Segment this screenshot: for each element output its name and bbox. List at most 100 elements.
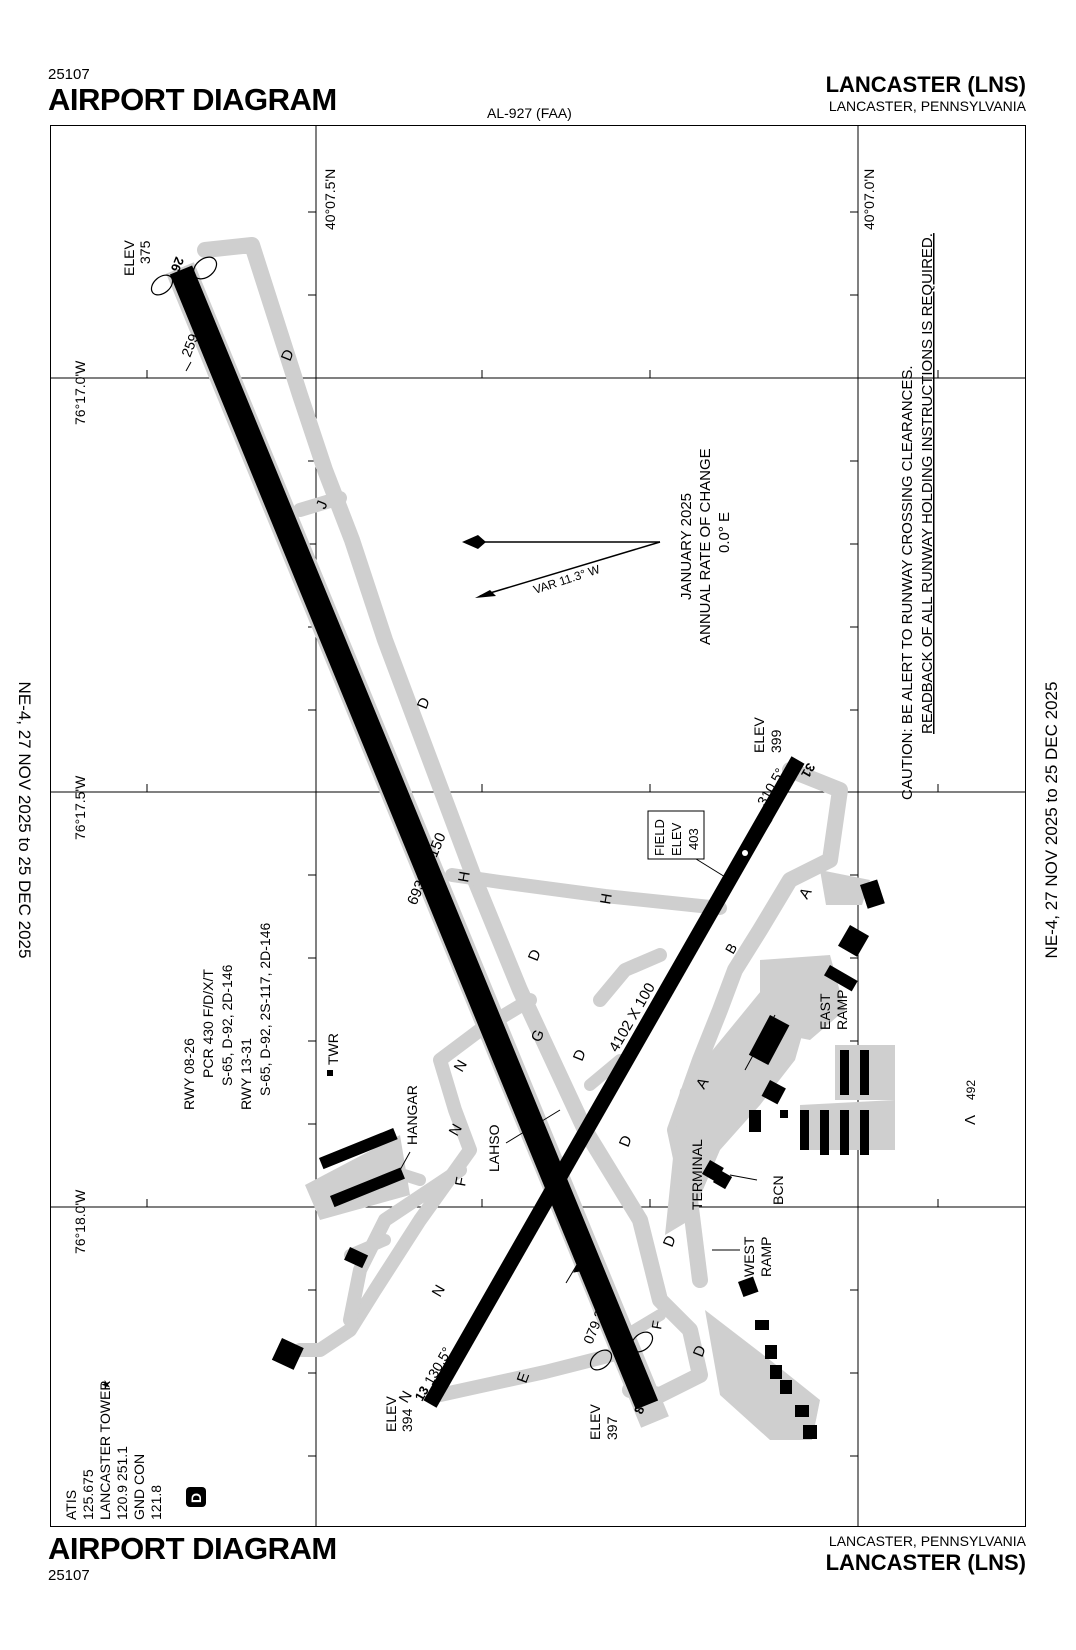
tiedown-6 — [800, 1110, 809, 1150]
taxiway-f-east — [629, 1309, 666, 1336]
east-ramp-building — [748, 1015, 790, 1066]
taxiway-h-label-2: H — [597, 892, 616, 906]
elev-26-value: 375 — [137, 240, 153, 264]
elev-31-value: 399 — [768, 729, 784, 753]
west-ramp-building-2 — [755, 1320, 769, 1330]
diagram-frame — [50, 125, 1026, 1527]
runways — [166, 262, 805, 1428]
building-east-3 — [749, 1110, 761, 1132]
variation-rate: 0.0° E — [716, 512, 733, 553]
elev-13-value: 394 — [399, 1408, 415, 1432]
rwy-08-26-pcr: PCR 430 F/D/X/T — [200, 969, 216, 1078]
taxiway-g — [584, 1054, 626, 1091]
rwy-13-number: 13 — [412, 1383, 432, 1403]
magnetic-variation-symbol — [462, 535, 661, 598]
elev-31-label: ELEV — [751, 717, 767, 753]
atis-label: ATIS — [63, 1490, 79, 1520]
bcn-box — [780, 1110, 788, 1118]
taxiway-d-label-5: D — [616, 1133, 636, 1150]
taxiway-f-label-1: F — [452, 1176, 470, 1188]
building-east-5 — [838, 925, 870, 957]
taxiway-a-label-1: A — [796, 885, 816, 902]
elev-08-value: 397 — [604, 1416, 620, 1440]
buildings — [271, 879, 885, 1439]
tower-symbol — [327, 1070, 333, 1076]
taxiway-d-label-4: D — [570, 1047, 590, 1064]
field-elev-box — [647, 810, 705, 860]
lon-2-label: 76°17.5'W — [72, 775, 88, 840]
taxiway-n-label-1: N — [451, 1057, 471, 1075]
tiedown-1 — [860, 1050, 869, 1095]
west-ramp-building-1 — [737, 1276, 759, 1298]
runway-08-26 — [169, 265, 659, 1410]
taxiway-d-label-3: D — [525, 947, 545, 964]
class-d-label: D — [188, 1493, 204, 1503]
building-west-1 — [344, 1246, 369, 1269]
tower-label: TWR — [325, 1033, 341, 1065]
taxiway-h-label-1: H — [455, 870, 474, 884]
field-elev-value: 403 — [686, 828, 701, 850]
terminal-building-2 — [713, 1170, 733, 1190]
page-title-bottom: AIRPORT DIAGRAM — [48, 1531, 337, 1566]
hangar-label: HANGAR — [404, 1085, 420, 1145]
lahso-label: LAHSO — [486, 1124, 502, 1172]
taxiway-h — [445, 868, 727, 915]
east-hangars-apron — [820, 870, 870, 905]
hangar-building-2 — [329, 1167, 405, 1208]
terminal-label: TERMINAL — [689, 1139, 705, 1210]
field-elev-line2: ELEV — [669, 822, 684, 856]
variation-date: JANUARY 2025 — [678, 493, 695, 600]
airport-name-top: LANCASTER (LNS) — [825, 72, 1026, 97]
lon-3-label: 76°18.0'W — [72, 1189, 88, 1254]
rwy-13-31-label: RWY 13-31 — [238, 1038, 254, 1110]
west-ramp-apron — [705, 1310, 820, 1440]
gnd-con-frequency: 121.8 — [148, 1485, 164, 1520]
rwy-08-26-label: RWY 08-26 — [181, 1038, 197, 1110]
lon-1-label: 76°17.0'W — [72, 360, 88, 425]
west-ramp-building-4 — [770, 1365, 782, 1379]
west-ramp-label-2: RAMP — [758, 1237, 774, 1277]
tiedown-4 — [840, 1110, 849, 1155]
building-east-6 — [823, 964, 858, 992]
runway-13-31 — [423, 756, 805, 1408]
beacon-label: BCN — [770, 1175, 786, 1205]
taxiway-d-label-6: D — [660, 1233, 680, 1250]
taxiway-d — [197, 237, 708, 1403]
hangar-building-1 — [318, 1128, 398, 1170]
elev-26-label: ELEV — [121, 240, 137, 276]
procedure-id: AL-927 (FAA) — [487, 105, 572, 121]
field-elev-line1: FIELD — [652, 819, 667, 856]
building-west-2 — [271, 1338, 304, 1370]
rwy-31-number: 31 — [798, 761, 818, 781]
caution-line-2: READBACK OF ALL RUNWAY HOLDING INSTRUCTI… — [919, 233, 936, 734]
taxiway-f-label-2: F — [648, 1319, 665, 1330]
building-east-4 — [860, 879, 885, 909]
obstacle-symbol: Λ — [962, 1115, 979, 1125]
field-elevation-point — [742, 850, 748, 856]
airport-name-bottom: LANCASTER (LNS) — [825, 1550, 1026, 1575]
chart-code-bottom: 25107 — [48, 1567, 90, 1584]
class-d-box — [186, 1487, 206, 1507]
city-state-top: LANCASTER, PENNSYLVANIA — [828, 98, 1026, 114]
rwy-08-26-weights: S-65, D-92, 2D-146 — [219, 964, 235, 1086]
west-ramp-building-5 — [780, 1380, 792, 1394]
building-east-2 — [761, 1080, 786, 1105]
heading-arrows — [185, 361, 776, 1346]
variation-label: VAR 11.3° W — [532, 562, 603, 597]
variation-rate-label: ANNUAL RATE OF CHANGE — [697, 448, 714, 645]
tiedown-5 — [860, 1110, 869, 1155]
tiedown-3 — [820, 1110, 829, 1155]
tower-freq-label: LANCASTER TOWER — [97, 1380, 113, 1520]
rwy-26-number: 26 — [168, 255, 187, 274]
west-ramp-building-3 — [765, 1345, 777, 1359]
east-ramp-apron — [760, 955, 845, 1040]
west-ramp-building-6 — [795, 1405, 809, 1417]
tower-frequency: 120.9 251.1 — [114, 1446, 130, 1520]
caution-line-1: CAUTION: BE ALERT TO RUNWAY CROSSING CLE… — [899, 365, 916, 800]
obstacle-elevation: 492 — [964, 1080, 978, 1100]
rwy-13-31-weights: S-65, D-92, 2S-117, 2D-146 — [257, 923, 273, 1096]
lat-south-label: 40°07.0'N — [861, 169, 877, 230]
east-ramp-label-2: RAMP — [834, 990, 850, 1030]
atis-frequency: 125.675 — [80, 1469, 96, 1520]
